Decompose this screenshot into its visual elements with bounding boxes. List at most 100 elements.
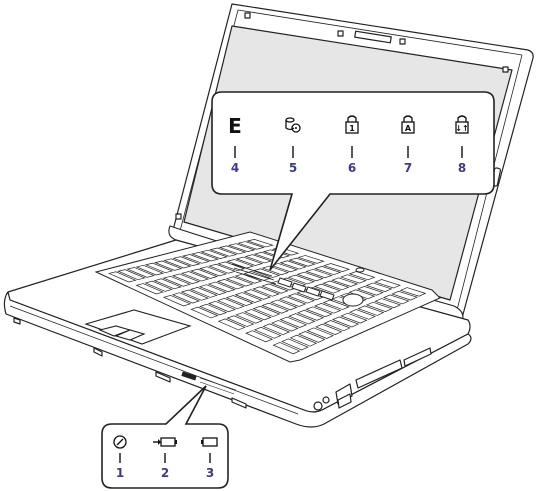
- keyboard-key: [270, 320, 299, 332]
- keyboard-key: [252, 286, 280, 297]
- keyboard-key: [270, 299, 298, 311]
- keyboard-key: [235, 312, 264, 324]
- upper-indicator-5: 5: [285, 117, 301, 175]
- keyboard-key: [279, 260, 307, 270]
- scroll-lock-icon: ↓↑: [455, 115, 469, 134]
- keyboard-key: [135, 264, 165, 276]
- keyboard-key: [340, 312, 368, 324]
- keyboard-key: [296, 271, 324, 282]
- keyboard-key: [243, 289, 272, 300]
- keyboard-key: [225, 276, 254, 287]
- keyboard-key: [261, 283, 289, 294]
- function-buttons: [277, 267, 365, 307]
- svg-text:E: E: [228, 114, 242, 138]
- keyboard-key: [245, 330, 274, 343]
- keyboard-key: [296, 309, 325, 321]
- keyboard-key: [209, 247, 238, 257]
- keyboard-key: [236, 241, 265, 250]
- keyboard-key: [252, 305, 281, 317]
- keyboard-key: [314, 323, 343, 336]
- keyboard-key: [244, 254, 273, 264]
- svg-text:A: A: [405, 124, 412, 133]
- keyboard-key: [180, 289, 209, 301]
- keyboard-key: [225, 295, 254, 306]
- keyboard-key: [207, 281, 236, 293]
- keyboard: [94, 231, 441, 363]
- keyboard-key: [226, 259, 255, 269]
- keyboard-key: [217, 261, 246, 272]
- power-icon: [113, 435, 127, 449]
- indicator-number: 4: [231, 161, 239, 175]
- keyboard-key: [289, 334, 318, 347]
- svg-text:1: 1: [349, 124, 355, 133]
- keyboard-key: [162, 294, 192, 307]
- keyboard-key: [226, 315, 255, 327]
- keyboard-key: [234, 273, 263, 284]
- keyboard-key: [252, 268, 281, 278]
- keyboard-key: [190, 251, 220, 262]
- keyboard-key: [171, 273, 201, 284]
- keyboard-key: [144, 262, 174, 274]
- keyboard-key: [243, 309, 272, 321]
- keyboard-key: [331, 316, 360, 328]
- keyboard-key: [313, 303, 342, 314]
- keyboard-key: [365, 301, 393, 312]
- keyboard-key: [253, 326, 282, 339]
- keyboard-key: [198, 284, 227, 295]
- battery-charging-icon: [153, 437, 177, 447]
- keyboard-key: [199, 303, 228, 316]
- keyboard-key: [180, 271, 210, 282]
- keyboard-key: [356, 286, 384, 296]
- indicator-number: 5: [289, 161, 297, 175]
- keyboard-key: [126, 267, 155, 278]
- keyboard-key: [199, 266, 228, 277]
- keyboard-key: [154, 260, 183, 271]
- keyboard-key: [287, 293, 315, 304]
- keyboard-key: [261, 265, 290, 276]
- lower-indicator-2: 2: [153, 437, 177, 480]
- keyboard-key: [107, 271, 137, 283]
- battery-icon: [201, 437, 218, 447]
- upper-callout-bubble: [211, 91, 495, 271]
- keyboard-key: [391, 290, 418, 301]
- keyboard-key: [399, 287, 427, 297]
- keyboard-key: [323, 320, 351, 332]
- keyboard-key: [261, 302, 290, 314]
- keyboard-key: [235, 256, 264, 266]
- keyboard-key: [322, 263, 351, 272]
- keyboard-key: [331, 277, 359, 287]
- keyboard-key: [357, 305, 385, 316]
- upper-indicator-8: ↓↑ 8: [455, 115, 469, 175]
- num-lock-icon: 1: [345, 115, 359, 134]
- keyboard-key: [190, 306, 219, 319]
- keyboard-key: [281, 338, 309, 351]
- keyboard-key: [313, 283, 341, 294]
- keyboard-key: [163, 258, 192, 269]
- caps-lock-icon: A: [401, 115, 415, 134]
- lower-indicator-1: 1: [113, 435, 127, 480]
- keyboard-key: [305, 268, 333, 279]
- front-indicators: [181, 371, 237, 395]
- keyboard-key: [297, 255, 325, 264]
- keyboard-key: [135, 283, 164, 295]
- keyboard-key: [171, 292, 201, 304]
- keyboard-key: [189, 287, 218, 298]
- keyboard-key: [262, 323, 291, 336]
- upper-indicator-6: 16: [345, 115, 359, 175]
- keyboard-key: [314, 266, 342, 276]
- keyboard-key: [348, 309, 376, 320]
- keyboard-key: [339, 274, 367, 284]
- indicator-number: 3: [206, 466, 214, 480]
- indicator-number: 8: [458, 161, 466, 175]
- keyboard-key: [287, 274, 316, 285]
- keyboard-key: [181, 254, 210, 264]
- keyboard-key: [227, 243, 256, 252]
- lower-callout: 1 2 3: [101, 385, 229, 489]
- keyboard-key: [172, 256, 201, 267]
- lower-indicator-3: 3: [201, 437, 218, 480]
- indicator-number: 2: [161, 466, 169, 480]
- keyboard-key: [305, 306, 333, 318]
- touchpad: [84, 309, 192, 345]
